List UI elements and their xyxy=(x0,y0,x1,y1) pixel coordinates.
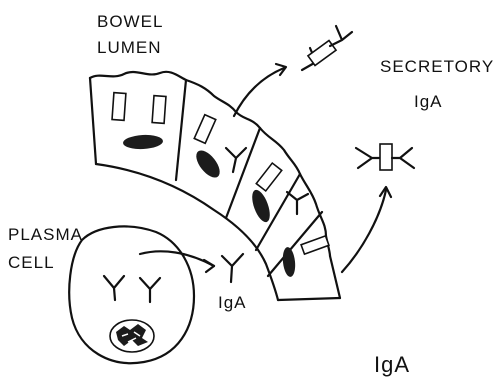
arrow-to-lumen-top xyxy=(234,68,284,116)
label-cell: CELL xyxy=(8,253,55,272)
plasma-cell-nucleus xyxy=(110,320,154,352)
label-iga-bottom: IgA xyxy=(374,352,410,377)
iga-molecule-icon xyxy=(287,192,308,214)
nucleus xyxy=(123,134,164,150)
nucleus xyxy=(281,246,296,277)
iga-molecule-icon xyxy=(140,278,160,302)
nucleus xyxy=(249,188,274,225)
arrow-to-lumen-right xyxy=(342,190,386,272)
vesicle xyxy=(112,93,126,121)
cell-wall-1 xyxy=(176,80,186,180)
nucleus xyxy=(192,146,224,181)
label-plasma: PLASMA xyxy=(8,225,83,244)
label-bowel: BOWEL xyxy=(97,12,163,31)
vesicle xyxy=(152,96,166,124)
secretory-iga-top xyxy=(302,26,352,70)
secretory-component-icon xyxy=(380,144,392,170)
iga-molecule-icon xyxy=(226,148,246,172)
label-secretory-iga: IgA xyxy=(414,92,443,111)
vesicle xyxy=(301,236,329,254)
plasma-cell xyxy=(69,226,194,363)
epithelial-cell-2 xyxy=(192,115,246,182)
secretory-iga-right xyxy=(356,144,414,170)
label-secretory: SECRETORY xyxy=(380,57,494,76)
vesicle xyxy=(194,115,216,144)
iga-molecule-icon xyxy=(104,276,124,300)
label-iga-mid: IgA xyxy=(218,293,247,312)
epithelial-cell-4 xyxy=(281,236,328,278)
label-lumen: LUMEN xyxy=(97,38,162,57)
basal-border xyxy=(96,164,278,300)
vesicle xyxy=(256,163,281,191)
epithelial-cell-1 xyxy=(112,93,166,150)
arrow-plasma-to-cell xyxy=(140,251,214,266)
iga-molecule-icon xyxy=(222,254,243,282)
